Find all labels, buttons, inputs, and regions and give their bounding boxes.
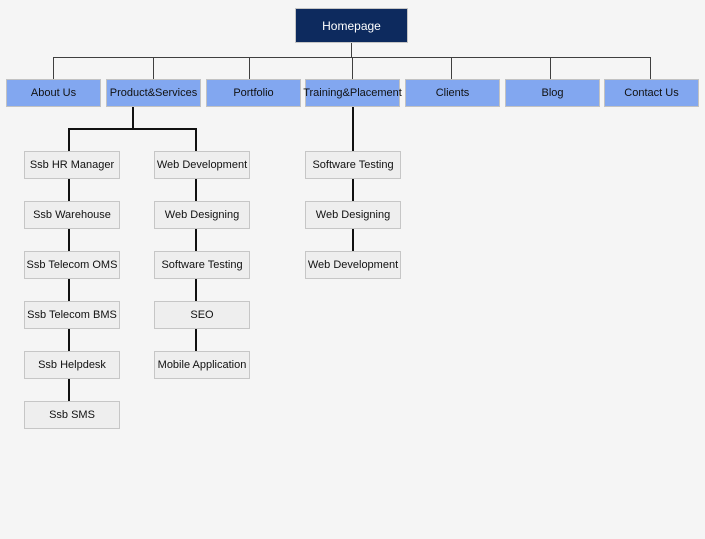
node-ssb-telecom-bms[interactable]: Ssb Telecom BMS (24, 301, 120, 329)
node-training-placement[interactable]: Training&Placement (303, 79, 402, 107)
connector-col2-chain (195, 229, 197, 251)
node-web-development-services[interactable]: Web Development (154, 151, 250, 179)
node-seo[interactable]: SEO (154, 301, 250, 329)
connector-product-services-horizontal (68, 128, 197, 130)
node-blog[interactable]: Blog (505, 79, 600, 107)
node-portfolio[interactable]: Portfolio (206, 79, 301, 107)
connector-stub-about-us (53, 58, 54, 79)
connector-col2-chain (195, 329, 197, 351)
node-web-development-training[interactable]: Web Development (305, 251, 401, 279)
node-ssb-hr-manager[interactable]: Ssb HR Manager (24, 151, 120, 179)
connector-stub-contact-us (650, 58, 651, 79)
connector-col3-chain (352, 229, 354, 251)
connector-stub-training-placement (352, 58, 353, 79)
node-mobile-application[interactable]: Mobile Application (154, 351, 250, 379)
node-ssb-telecom-oms[interactable]: Ssb Telecom OMS (24, 251, 120, 279)
node-software-testing-training[interactable]: Software Testing (305, 151, 401, 179)
node-about-us[interactable]: About Us (6, 79, 101, 107)
connector-col2-chain (195, 179, 197, 201)
connector-top-horizontal (53, 57, 651, 58)
node-web-designing-training[interactable]: Web Designing (305, 201, 401, 229)
node-software-testing-services[interactable]: Software Testing (154, 251, 250, 279)
connector-training-drop (352, 107, 354, 151)
connector-col1-chain (68, 329, 70, 351)
node-clients[interactable]: Clients (405, 79, 500, 107)
connector-col1-top (68, 130, 70, 151)
node-contact-us[interactable]: Contact Us (604, 79, 699, 107)
connector-stub-portfolio (249, 58, 250, 79)
connector-col1-chain (68, 279, 70, 301)
connector-stub-clients (451, 58, 452, 79)
node-ssb-helpdesk[interactable]: Ssb Helpdesk (24, 351, 120, 379)
connector-col2-chain (195, 279, 197, 301)
connector-product-services-drop (132, 107, 134, 128)
connector-col3-chain (352, 179, 354, 201)
node-web-designing-services[interactable]: Web Designing (154, 201, 250, 229)
connector-col1-chain (68, 229, 70, 251)
connector-stub-blog (550, 58, 551, 79)
node-ssb-warehouse[interactable]: Ssb Warehouse (24, 201, 120, 229)
node-ssb-sms[interactable]: Ssb SMS (24, 401, 120, 429)
node-product-services[interactable]: Product&Services (106, 79, 201, 107)
node-homepage[interactable]: Homepage (295, 8, 408, 43)
connector-col1-chain (68, 379, 70, 401)
connector-col1-chain (68, 179, 70, 201)
connector-root-drop (351, 43, 352, 57)
connector-stub-product-services (153, 58, 154, 79)
connector-col2-top (195, 130, 197, 151)
